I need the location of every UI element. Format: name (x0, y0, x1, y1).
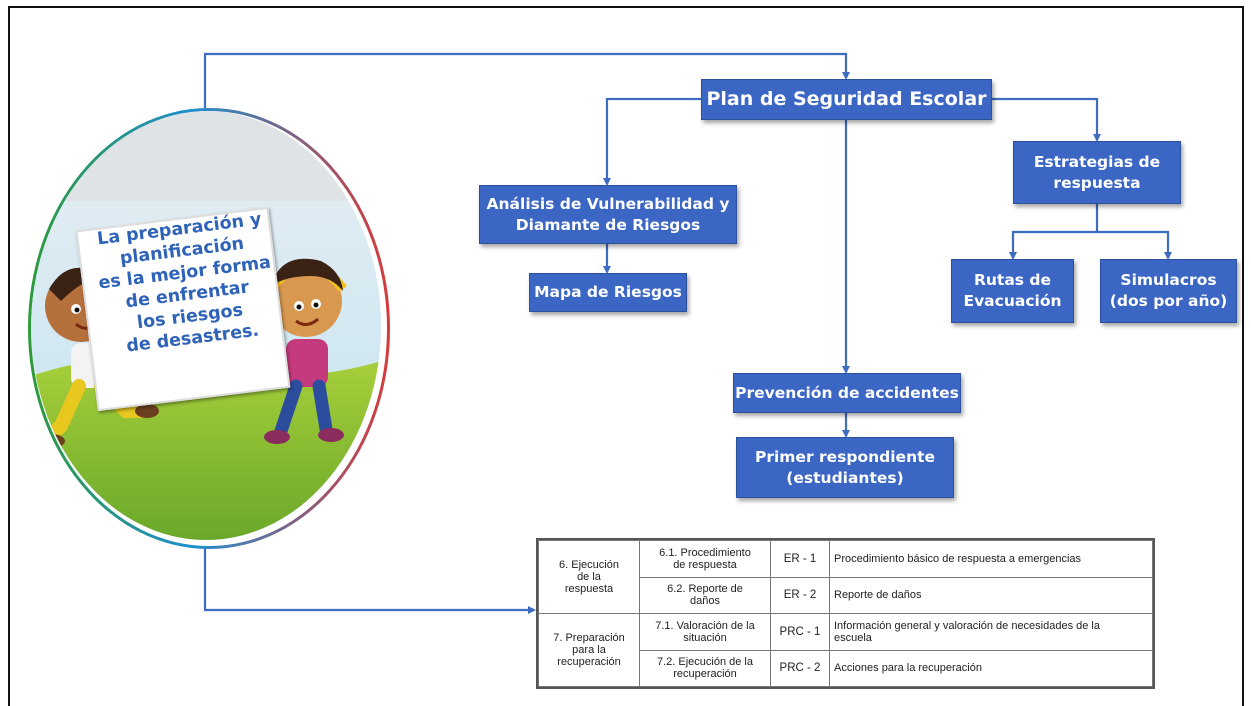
accident-prevention-box: Prevención de accidentes (733, 373, 961, 413)
table-row: 7.2. Ejecución de la recuperación PRC - … (539, 649, 1153, 687)
connector-root-strategies (992, 97, 1101, 142)
connector-root-analysis (603, 97, 702, 186)
risk-map-box: Mapa de Riesgos (529, 273, 687, 312)
code-cell: PRC - 1 (770, 613, 830, 651)
analysis-box: Análisis de Vulnerabilidad y Diamante de… (479, 185, 737, 244)
evacuation-routes-box: Rutas de Evacuación (951, 259, 1074, 323)
procedures-table: 6. Ejecución de la respuesta 6.1. Proced… (536, 538, 1155, 689)
section-name: 6. Ejecución de la respuesta (538, 540, 640, 614)
description-cell: Procedimiento básico de respuesta a emer… (829, 540, 1153, 578)
subsection: 6.1. Procedimiento de respuesta (639, 540, 771, 578)
table-row: 6. Ejecución de la respuesta 6.1. Proced… (538, 540, 1153, 614)
code-cell: PRC - 2 (770, 649, 830, 687)
description-cell: Reporte de daños (829, 576, 1153, 614)
code-cell: ER - 2 (770, 576, 830, 614)
description-cell: Información general y valoración de nece… (829, 613, 1153, 651)
connector-oval-root (203, 52, 850, 115)
code-cell: ER - 1 (770, 540, 830, 578)
sign-text: La preparación y planificación es la mej… (96, 209, 272, 357)
subsection: 6.2. Reporte de daños (639, 576, 771, 614)
subsection: 7.2. Ejecución de la recuperación (639, 649, 771, 687)
connector-oval-table (203, 530, 536, 614)
page-frame (8, 6, 1244, 706)
description-cell: Acciones para la recuperación (829, 649, 1153, 687)
section-name: 7. Preparación para la recuperación (538, 613, 640, 687)
strategies-box: Estrategias de respuesta (1013, 141, 1181, 204)
table-row: 7. Preparación para la recuperación 7.1.… (538, 613, 1153, 687)
table-row: 6.2. Reporte de daños ER - 2 Reporte de … (539, 576, 1153, 614)
connector-strategies-drills (1097, 230, 1172, 260)
root-box: Plan de Seguridad Escolar (701, 79, 992, 120)
drills-box: Simulacros (dos por año) (1100, 259, 1237, 323)
subsection: 7.1. Valoración de la situación (639, 613, 771, 651)
first-responder-box: Primer respondiente (estudiantes) (736, 437, 954, 498)
connector-strategies-split (1009, 204, 1099, 260)
